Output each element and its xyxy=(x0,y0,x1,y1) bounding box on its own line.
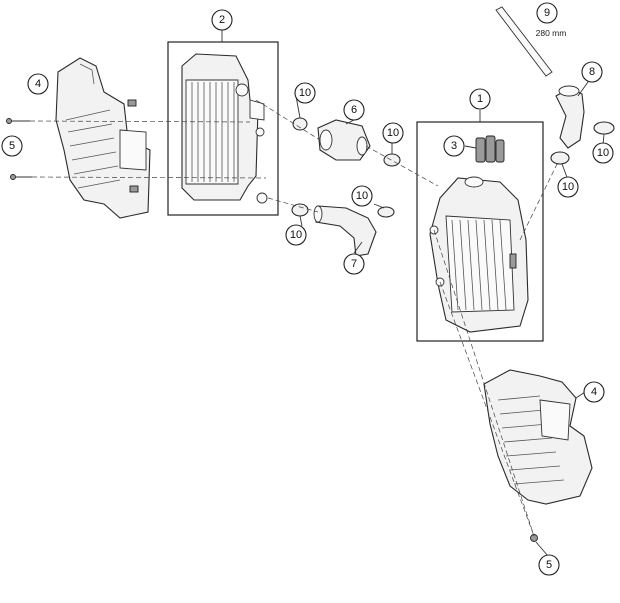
callout-10-d-label: 10 xyxy=(356,190,368,202)
right-radiator xyxy=(429,176,529,333)
left-radiator-shroud xyxy=(55,57,151,219)
callout-2-label: 2 xyxy=(219,14,225,26)
callout-5-bottom: 5 xyxy=(538,554,560,576)
callout-4-bottom: 4 xyxy=(583,381,605,403)
callout-10-f: 10 xyxy=(557,176,579,198)
callout-7-label: 7 xyxy=(351,258,357,270)
radiator-grommet-set xyxy=(475,135,505,163)
callout-1-label: 1 xyxy=(477,93,483,105)
left-radiator-group-frame xyxy=(167,41,279,216)
callout-10-f-label: 10 xyxy=(562,181,574,193)
callout-3: 3 xyxy=(443,135,465,157)
callout-9-label: 9 xyxy=(544,7,550,19)
callout-2: 2 xyxy=(211,9,233,31)
callout-4-left: 4 xyxy=(27,73,49,95)
breather-hose xyxy=(495,6,553,77)
callout-10-c: 10 xyxy=(285,224,307,246)
callout-7: 7 xyxy=(343,253,365,275)
left-radiator xyxy=(181,53,268,204)
callout-3-label: 3 xyxy=(451,140,457,152)
callout-5-left-label: 5 xyxy=(9,140,15,152)
callout-10-a-label: 10 xyxy=(299,87,311,99)
bottom-shroud-screw xyxy=(530,534,538,542)
callout-10-e: 10 xyxy=(592,142,614,164)
callout-4-left-label: 4 xyxy=(35,78,41,90)
callout-10-d: 10 xyxy=(351,185,373,207)
hose-connector-piece xyxy=(317,119,371,161)
left-shroud-screws xyxy=(6,118,32,180)
callout-9: 9 xyxy=(536,2,558,24)
callout-10-c-label: 10 xyxy=(290,229,302,241)
assembly-guide-lines xyxy=(29,99,559,537)
callout-4-bottom-label: 4 xyxy=(591,386,597,398)
lower-coolant-hose xyxy=(313,205,377,257)
callout-6: 6 xyxy=(343,99,365,121)
callout-10-e-label: 10 xyxy=(597,147,609,159)
callout-10-a: 10 xyxy=(294,82,316,104)
callout-1: 1 xyxy=(469,88,491,110)
right-radiator-shroud xyxy=(483,369,593,505)
callout-10-b: 10 xyxy=(382,122,404,144)
callout-10-b-label: 10 xyxy=(387,127,399,139)
callout-6-label: 6 xyxy=(351,104,357,116)
callout-8: 8 xyxy=(581,61,603,83)
callout-5-left: 5 xyxy=(1,135,23,157)
upper-coolant-hose xyxy=(555,85,585,149)
callout-5-bottom-label: 5 xyxy=(546,559,552,571)
callout-8-label: 8 xyxy=(589,66,595,78)
hose-length-label: 280 mm xyxy=(536,28,567,38)
